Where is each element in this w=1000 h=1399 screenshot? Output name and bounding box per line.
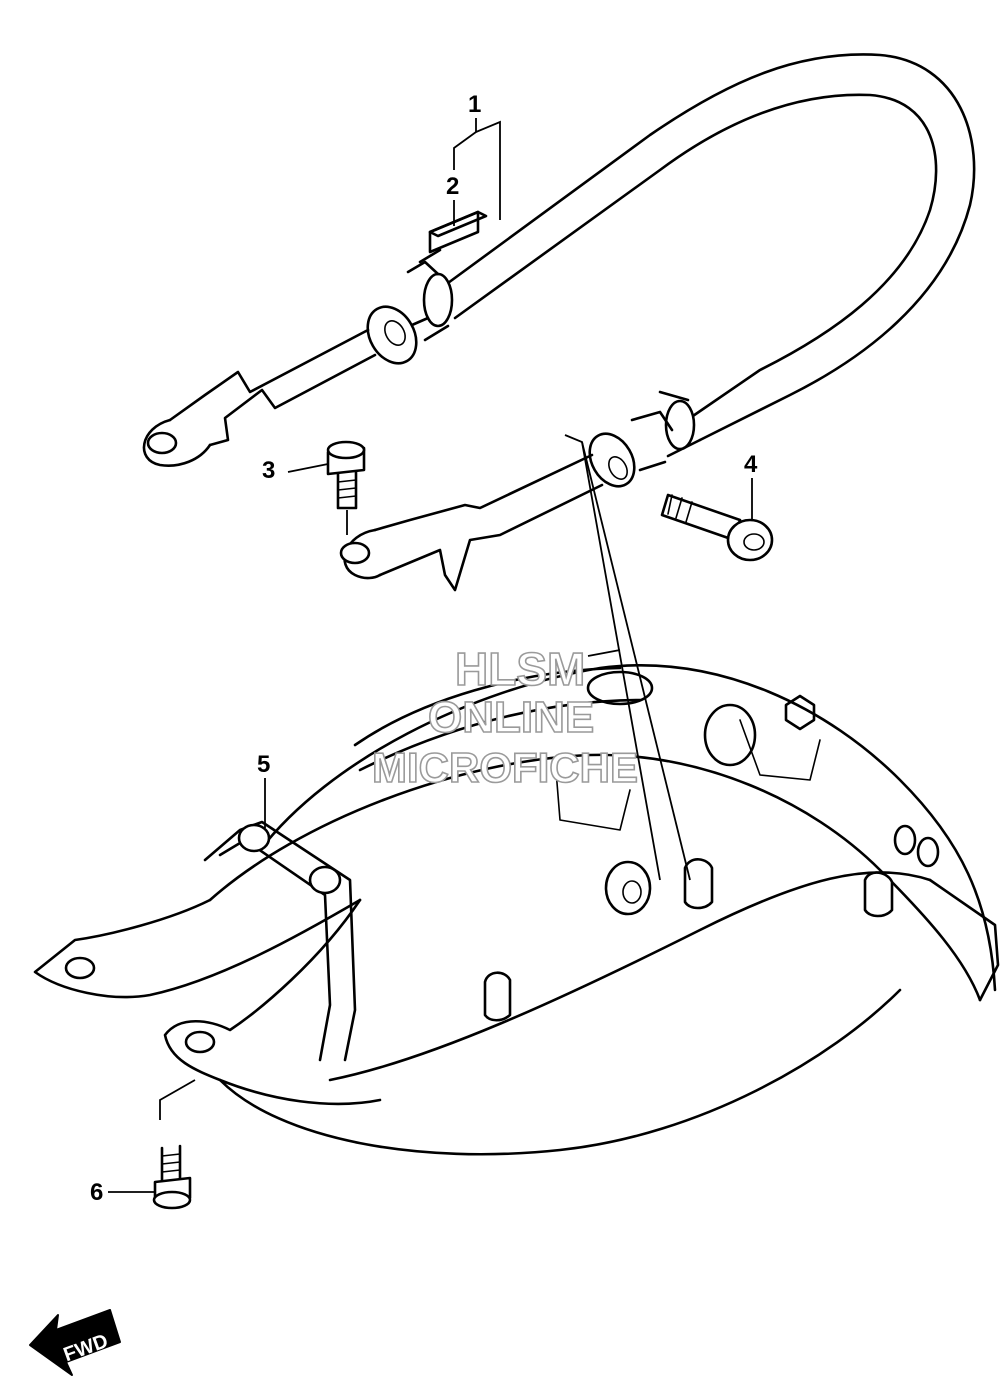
watermark-line-3: MICROFICHE bbox=[372, 744, 638, 791]
rear-fender bbox=[33, 664, 1000, 1156]
leader-lines bbox=[108, 118, 753, 1193]
watermark-line-2: ONLINE bbox=[428, 693, 594, 742]
callout-6: 6 bbox=[90, 1179, 103, 1206]
socket-bolt-4 bbox=[660, 493, 774, 562]
watermark-line-1: HLSM bbox=[455, 643, 585, 695]
callout-3: 3 bbox=[262, 457, 275, 484]
flange-bolt-6 bbox=[152, 1144, 192, 1210]
callout-1: 1 bbox=[468, 91, 481, 118]
grab-bar bbox=[142, 53, 976, 592]
callout-2: 2 bbox=[446, 173, 459, 200]
rubber-pad bbox=[428, 210, 488, 254]
flange-bolt-3 bbox=[326, 440, 366, 535]
forward-arrow-icon: FWD bbox=[29, 1309, 121, 1376]
callout-5: 5 bbox=[257, 751, 270, 778]
callout-4: 4 bbox=[744, 451, 758, 478]
